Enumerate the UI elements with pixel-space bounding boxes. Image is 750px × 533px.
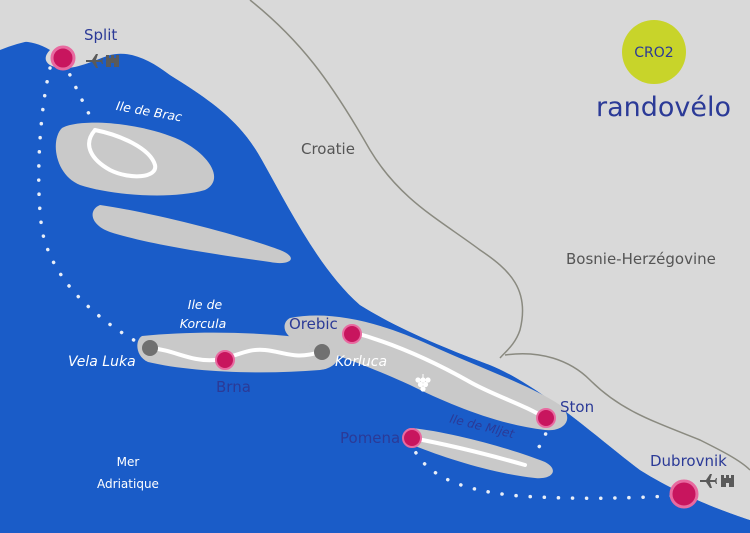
- sea-label-line1: Mer: [117, 455, 140, 469]
- city-pomena: Pomena: [340, 429, 400, 447]
- route-korcula: [148, 346, 322, 363]
- route-peljesac: [350, 330, 547, 420]
- ferry-ston-mljet: [536, 418, 548, 450]
- island-label-korcula-line1: Ile de: [188, 297, 223, 312]
- bike-routes: [87, 128, 547, 467]
- grapes-icon: [415, 374, 431, 392]
- border-line-south: [504, 353, 750, 471]
- city-ston: Ston: [560, 398, 594, 416]
- city-dubrovnik: Dubrovnik: [650, 452, 727, 470]
- stop-korluca: [314, 344, 330, 360]
- sea-label-line2: Adriatique: [97, 477, 159, 491]
- city-orebic: Orebic: [289, 315, 338, 333]
- city-korluca: Korluca: [335, 354, 387, 370]
- route-mljet: [410, 436, 527, 467]
- stop-orebic: [342, 324, 362, 344]
- island-label-korcula-line2: Korcula: [180, 316, 226, 331]
- stop-split: [50, 45, 76, 71]
- city-vela-luka: Vela Luka: [68, 354, 136, 370]
- castle-icon: [106, 55, 119, 67]
- ferry-routes: [36, 60, 686, 500]
- stop-ston: [536, 408, 556, 428]
- peninsula-peljesac: [284, 315, 568, 431]
- castle-icon: [721, 475, 734, 487]
- badge-label: CRO2: [634, 45, 673, 61]
- island-brac: [55, 122, 215, 196]
- stop-vela-luka: [142, 340, 158, 356]
- cro2-badge: [622, 20, 686, 84]
- stop-brna: [215, 350, 235, 370]
- stops: [50, 45, 699, 509]
- stop-dubrovnik: [669, 479, 699, 509]
- city-split: Split: [84, 26, 117, 44]
- airplane-icon: [700, 474, 717, 488]
- country-bosnia: Bosnie-Herzégovine: [566, 250, 716, 268]
- airplane-icon: [86, 54, 103, 68]
- country-croatia: Croatie: [301, 140, 355, 158]
- brand-logo-text: randovélo: [596, 92, 731, 123]
- stop-pomena: [402, 428, 422, 448]
- split-peninsula: [0, 0, 750, 520]
- route-brac: [87, 128, 158, 179]
- border-line: [249, 0, 524, 359]
- city-brna: Brna: [216, 378, 251, 396]
- island-hvar: [92, 205, 291, 264]
